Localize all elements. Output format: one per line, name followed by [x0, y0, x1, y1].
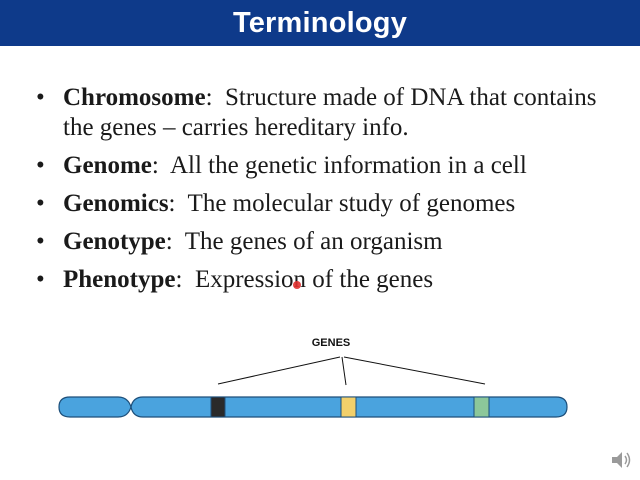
bullet-item-genomics: •Genomics: The molecular study of genome… [36, 190, 516, 217]
speaker-icon[interactable] [610, 450, 632, 470]
gene-pointer-line [341, 356, 347, 386]
bullet-dot: • [36, 228, 45, 255]
bullet-term: Chromosome [63, 84, 206, 111]
bullet-definition: The molecular study of genomes [187, 190, 516, 217]
bullet-item-genome: •Genome: All the genetic information in … [36, 152, 527, 179]
bullet-dot: • [36, 266, 45, 293]
bullet-term: Genomics [63, 190, 169, 217]
gene-band [473, 396, 490, 418]
bullet-definition: The genes of an organism [184, 228, 443, 255]
laser-pointer-icon [293, 281, 301, 289]
bullet-item-chromosome: •Chromosome: Structure made of DNA that … [36, 84, 597, 141]
title-bar: Terminology [0, 0, 640, 46]
bullet-dot: • [36, 190, 45, 217]
bullet-item-phenotype: •Phenotype: Expression of the genes [36, 266, 434, 293]
gene-pointer-line [343, 356, 486, 385]
gene-band [340, 396, 357, 418]
bullet-definition: All the genetic information in a cell [169, 152, 527, 179]
bullet-term: Genome [63, 152, 152, 179]
bullet-item-genotype: •Genotype: The genes of an organism [36, 228, 443, 255]
gene-band [210, 396, 226, 418]
bullet-list: •Chromosome: Structure made of DNA that … [36, 83, 626, 303]
chromosome-diagram [58, 356, 568, 418]
gene-pointer-line [217, 356, 341, 385]
bullet-term: Genotype [63, 228, 166, 255]
bullet-dot: • [36, 84, 45, 111]
genes-label: GENES [311, 337, 351, 349]
bullet-definition: Structure made of DNA that contains the … [63, 84, 597, 141]
slide-title: Terminology [232, 6, 408, 39]
bullet-definition: Expression of the genes [194, 266, 434, 293]
bullet-term: Phenotype [63, 266, 176, 293]
bullet-dot: • [36, 152, 45, 179]
chromosome-short-arm [58, 396, 132, 418]
